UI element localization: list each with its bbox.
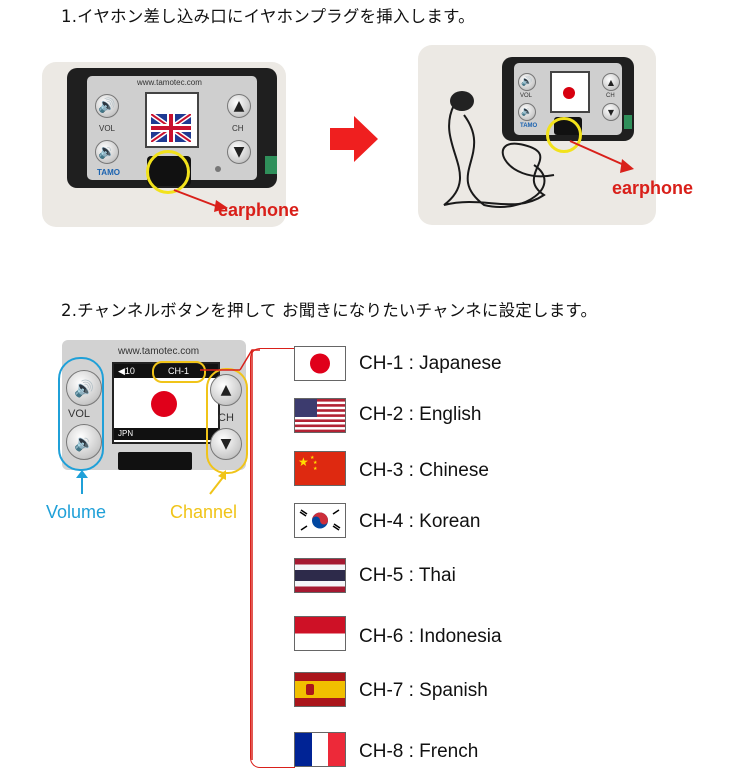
volume-down-icon: 🔉: [95, 140, 119, 164]
closeup-jack: [118, 452, 192, 470]
channel-buttons-highlight-oval: [206, 368, 248, 474]
channel-item-3: CH-3 : Chinese: [359, 460, 489, 481]
closeup-screen-lang: JPN: [118, 429, 134, 438]
closeup-volume-indicator: ◀10: [118, 366, 135, 376]
channel-item-4: CH-4 : Korean: [359, 511, 481, 532]
device-faceplate: www.tamotec.com 🔊 VOL 🔉 TAMO ▲ CH ▼: [87, 76, 257, 186]
ch-label-2: CH: [606, 93, 615, 99]
channel-indicator-highlight-oval: [152, 361, 206, 383]
closeup-url: www.tamotec.com: [118, 346, 200, 357]
channel-arrow-icon: [209, 470, 226, 495]
spain-flag: [294, 672, 346, 707]
indonesia-flag: [294, 616, 346, 651]
closeup-screen-topbar: [114, 364, 218, 378]
volume-highlight-oval: [58, 357, 104, 471]
usa-flag-icon: [295, 399, 345, 432]
volume-up-icon: 🔊: [95, 94, 119, 118]
brand-label: TAMO: [97, 168, 120, 177]
channel-item-1: CH-1 : Japanese: [359, 353, 502, 374]
japan-flag-icon: [310, 353, 330, 374]
thailand-flag: [294, 558, 346, 593]
device-body: www.tamotec.com 🔊 VOL 🔉 TAMO ▲ CH ▼: [67, 68, 277, 188]
channel-label: Channel: [170, 502, 238, 522]
svg-text:★: ★: [313, 460, 318, 466]
indonesia-flag-icon: [295, 617, 345, 650]
usa-flag: [294, 398, 346, 433]
closeup-vol-label: VOL: [68, 408, 91, 420]
closeup-screen-bottombar: [114, 428, 218, 440]
device-screen: [145, 92, 199, 148]
earphone-arrow-2: [569, 140, 634, 173]
volume-arrow-icon: [76, 470, 88, 494]
device-photo-2: 🔊 VOL 🔉 TAMO ▲ CH ▼: [418, 45, 656, 225]
volume-label: Volume: [46, 502, 107, 522]
uk-flag-icon: [151, 114, 191, 142]
channel-item-8: CH-8 : French: [359, 741, 479, 762]
earphone-cable-icon: [443, 91, 555, 208]
svg-text:★: ★: [298, 455, 309, 469]
step1-title: 1.イヤホン差し込み口にイヤホンプラグを挿入します。: [61, 7, 475, 26]
channel-item-6: CH-6 : Indonesia: [359, 626, 502, 647]
closeup-japan-flag-icon: [134, 384, 194, 424]
bracket-vertical: [250, 348, 295, 768]
korea-flag-icon: [299, 509, 341, 531]
volume-down-icon-2: 🔉: [518, 103, 536, 121]
channel-up-icon-2: ▲: [602, 73, 620, 91]
channel-item-7: CH-7 : Spanish: [359, 680, 488, 701]
jack-highlight-circle: [146, 150, 190, 194]
spain-flag-icon: [295, 673, 345, 706]
channel-down-icon: ▼: [227, 140, 251, 164]
china-flag-icon: ★ ★ ★ ★: [298, 455, 318, 472]
earphone-label-1: earphone: [218, 200, 300, 220]
brand-label-2: TAMO: [520, 123, 538, 129]
china-flag: ★ ★ ★ ★: [294, 451, 346, 486]
svg-text:★: ★: [313, 466, 318, 472]
vol-label: VOL: [99, 124, 116, 133]
korea-flag: [294, 503, 346, 538]
channel-item-5: CH-5 : Thai: [359, 565, 456, 586]
green-tab-2: [624, 115, 632, 129]
channel-down-icon-2: ▼: [602, 103, 620, 121]
ch-label: CH: [232, 124, 244, 133]
green-tab: [265, 156, 277, 174]
device-url: www.tamotec.com: [137, 78, 202, 87]
thailand-flag-icon: [295, 559, 345, 592]
status-led: [215, 166, 221, 172]
france-flag-icon: [295, 733, 345, 766]
closeup-channel-indicator: CH-1: [168, 366, 190, 376]
vol-label-2: VOL: [520, 93, 533, 99]
device-photo-1: www.tamotec.com 🔊 VOL 🔉 TAMO ▲ CH ▼: [42, 62, 299, 227]
right-arrow-icon: [330, 116, 378, 162]
channel-item-2: CH-2 : English: [359, 404, 482, 425]
japan-flag-icon-small: [555, 83, 583, 103]
device-screen-2: [550, 71, 590, 113]
plug-highlight-circle: [546, 117, 582, 153]
step2-title: 2.チャンネルボタンを押して お聞きになりたいチャンネに設定します。: [61, 301, 598, 320]
earphone-arrow-1: [173, 189, 228, 212]
volume-up-icon-2: 🔊: [518, 73, 536, 91]
closeup-ch-label: CH: [218, 412, 234, 424]
channel-up-icon: ▲: [227, 94, 251, 118]
svg-text:★: ★: [310, 455, 315, 461]
earphone-cable: [424, 85, 574, 215]
earphone-label-2: earphone: [612, 178, 694, 198]
japan-flag: [294, 346, 346, 381]
france-flag: [294, 732, 346, 767]
